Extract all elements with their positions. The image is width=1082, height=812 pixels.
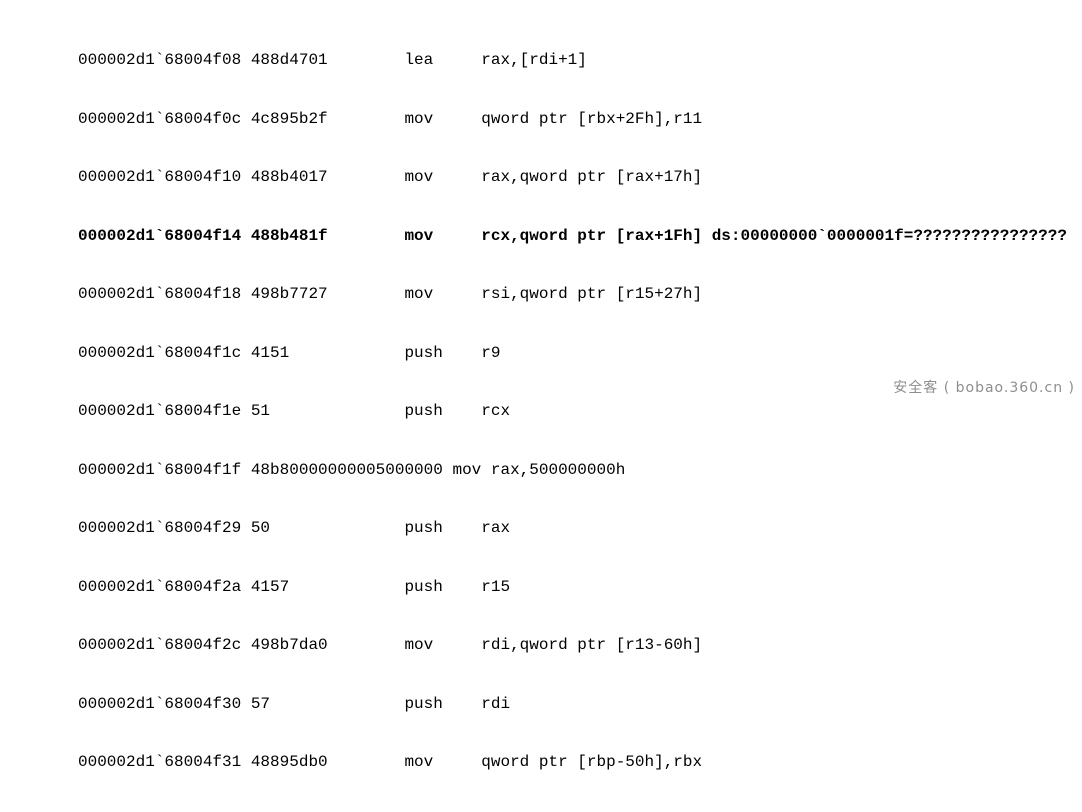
disasm-line: 000002d1`68004f31 48895db0 mov qword ptr… <box>78 753 1067 773</box>
disasm-line: 000002d1`68004f29 50 push rax <box>78 519 1067 539</box>
disasm-line: 000002d1`68004f1f 48b80000000005000000 m… <box>78 461 1067 481</box>
disasm-line-text: 000002d1`68004f2a 4157 push r15 <box>78 578 510 596</box>
disassembly-listing: 000002d1`68004f08 488d4701 lea rax,[rdi+… <box>78 12 1067 812</box>
disasm-line-text: 000002d1`68004f14 488b481f mov rcx,qword… <box>78 227 1067 245</box>
disasm-line-text: 000002d1`68004f31 48895db0 mov qword ptr… <box>78 753 702 771</box>
disasm-line-text: 000002d1`68004f30 57 push rdi <box>78 695 510 713</box>
disasm-line-text: 000002d1`68004f10 488b4017 mov rax,qword… <box>78 168 702 186</box>
watermark: 安全客 ( bobao.360.cn ) <box>893 377 1075 397</box>
disasm-line-text: 000002d1`68004f1f 48b80000000005000000 m… <box>78 461 625 479</box>
disasm-line-text: 000002d1`68004f0c 4c895b2f mov qword ptr… <box>78 110 702 128</box>
disasm-line-text: 000002d1`68004f18 498b7727 mov rsi,qword… <box>78 285 702 303</box>
disasm-line-text: 000002d1`68004f1c 4151 push r9 <box>78 344 500 362</box>
disasm-line: 000002d1`68004f0c 4c895b2f mov qword ptr… <box>78 110 1067 130</box>
disasm-line-text: 000002d1`68004f1e 51 push rcx <box>78 402 510 420</box>
disasm-line: 000002d1`68004f08 488d4701 lea rax,[rdi+… <box>78 51 1067 71</box>
disasm-line-current: 000002d1`68004f14 488b481f mov rcx,qword… <box>78 227 1067 247</box>
disasm-line: 000002d1`68004f10 488b4017 mov rax,qword… <box>78 168 1067 188</box>
disasm-line: 000002d1`68004f1c 4151 push r9 <box>78 344 1067 364</box>
disasm-line: 000002d1`68004f18 498b7727 mov rsi,qword… <box>78 285 1067 305</box>
disasm-line-text: 000002d1`68004f29 50 push rax <box>78 519 510 537</box>
disasm-line-text: 000002d1`68004f2c 498b7da0 mov rdi,qword… <box>78 636 702 654</box>
disasm-line: 000002d1`68004f1e 51 push rcx <box>78 402 1067 422</box>
disasm-line: 000002d1`68004f2c 498b7da0 mov rdi,qword… <box>78 636 1067 656</box>
disasm-line: 000002d1`68004f2a 4157 push r15 <box>78 578 1067 598</box>
disasm-line-text: 000002d1`68004f08 488d4701 lea rax,[rdi+… <box>78 51 587 69</box>
disasm-line: 000002d1`68004f30 57 push rdi <box>78 695 1067 715</box>
